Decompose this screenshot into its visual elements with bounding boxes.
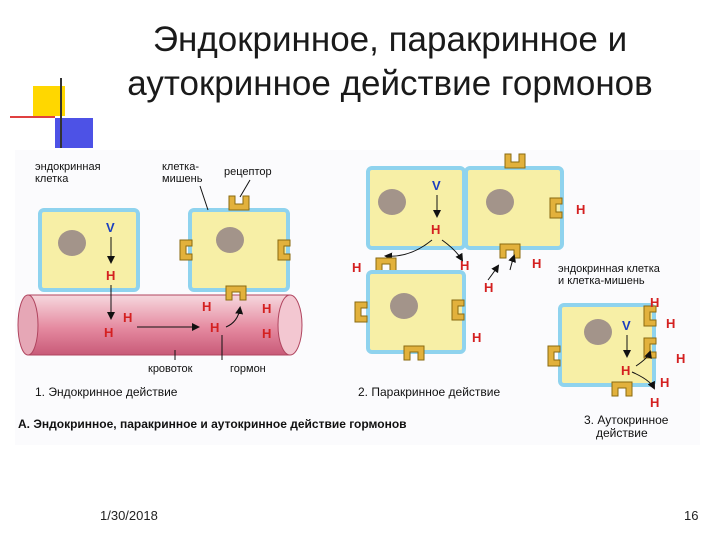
deco-vertical-line	[60, 78, 62, 148]
endocrine-cell	[38, 208, 140, 292]
receptor	[451, 299, 465, 321]
hormone-label: H	[202, 299, 211, 314]
vesicle-label: V	[622, 318, 631, 333]
nucleus	[390, 293, 418, 319]
deco-red-line	[10, 116, 55, 118]
receptor	[643, 305, 657, 327]
paracrine-target-bottom	[354, 270, 466, 361]
paracrine-cell	[366, 166, 466, 250]
receptor	[504, 153, 526, 169]
nucleus	[58, 230, 86, 256]
receptor	[611, 381, 633, 397]
receptor	[179, 239, 193, 261]
hormone-label: H	[106, 268, 115, 283]
caption-main: А. Эндокринное, паракринное и аутокринно…	[18, 417, 407, 431]
hormone-label: H	[262, 326, 271, 341]
hormone-label: H	[484, 280, 493, 295]
receptor	[277, 239, 291, 261]
receptor	[549, 197, 563, 219]
target-cell	[179, 195, 291, 301]
vesicle-label: V	[432, 178, 441, 193]
deco-yellow-square	[33, 86, 65, 116]
bloodstream-label: кровоток	[148, 363, 193, 375]
slide-page-number: 16	[684, 508, 699, 523]
receptor	[225, 285, 247, 301]
slide-date: 1/30/2018	[100, 508, 158, 523]
endo-target-label: эндокринная клетка и клетка-мишень	[558, 263, 663, 287]
caption-endocrine: 1. Эндокринное действие	[35, 385, 178, 399]
vesicle-label: V	[106, 220, 115, 235]
hormone-label: H	[676, 351, 685, 366]
receptor	[228, 195, 250, 211]
hormone-label: H	[660, 375, 669, 390]
caption-paracrine: 2. Паракринное действие	[358, 385, 501, 399]
receptor	[354, 301, 368, 323]
hormone-label: H	[352, 260, 361, 275]
hormone-label: H	[431, 222, 440, 237]
nucleus	[486, 189, 514, 215]
hormone-label: H	[123, 310, 132, 325]
hormone-label: H	[262, 301, 271, 316]
nucleus	[216, 227, 244, 253]
hormone-label: H	[210, 320, 219, 335]
blood-vessel	[17, 294, 303, 356]
endocrine-cell-label: эндокринная клетка	[35, 161, 104, 185]
caption-autocrine: 3. Аутокринное действие	[584, 413, 672, 440]
nucleus	[584, 319, 612, 345]
slide-title: Эндокринное, паракринное и аутокринное д…	[127, 20, 653, 103]
hormone-text-label: гормон	[230, 363, 266, 375]
hormone-label: H	[532, 256, 541, 271]
receptor-label: рецептор	[224, 166, 272, 178]
target-cell-label: клетка- мишень	[162, 161, 203, 185]
receptor	[547, 345, 561, 367]
hormone-label: H	[104, 325, 113, 340]
receptor	[403, 345, 425, 361]
hormone-label: H	[472, 330, 481, 345]
hormone-label: H	[576, 202, 585, 217]
hormone-label: H	[650, 395, 659, 410]
hormone-label: H	[666, 316, 675, 331]
autocrine-cell	[547, 303, 657, 397]
paracrine-target-top	[464, 153, 564, 259]
hormone-label: H	[460, 258, 469, 273]
hormone-label: H	[650, 295, 659, 310]
nucleus	[378, 189, 406, 215]
hormone-label: H	[621, 363, 630, 378]
